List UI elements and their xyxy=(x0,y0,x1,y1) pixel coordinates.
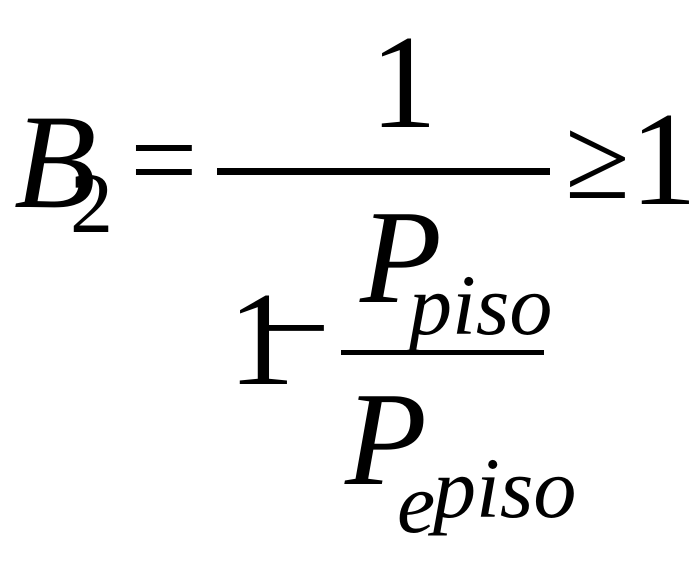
inner-numerator-subscript: piso xyxy=(409,257,553,353)
lhs-symbol-b: B xyxy=(14,88,97,237)
lhs-subscript: 2 xyxy=(70,155,113,251)
inner-fraction-bar xyxy=(341,350,544,355)
inner-denominator-p: P xyxy=(345,365,427,513)
inner-denominator-subscript-e: e xyxy=(397,455,436,551)
outer-numerator-one: 1 xyxy=(370,8,437,156)
minus-sign: − xyxy=(263,262,330,393)
inner-denominator-subscript-piso: piso xyxy=(433,440,577,536)
greater-equal-sign: ≥ xyxy=(565,93,630,224)
denominator-one: 1 xyxy=(228,265,295,413)
rhs-value-one: 1 xyxy=(630,85,697,233)
main-fraction-bar xyxy=(217,168,550,175)
equals-sign: = xyxy=(130,93,198,226)
inner-numerator-p: P xyxy=(360,183,442,331)
